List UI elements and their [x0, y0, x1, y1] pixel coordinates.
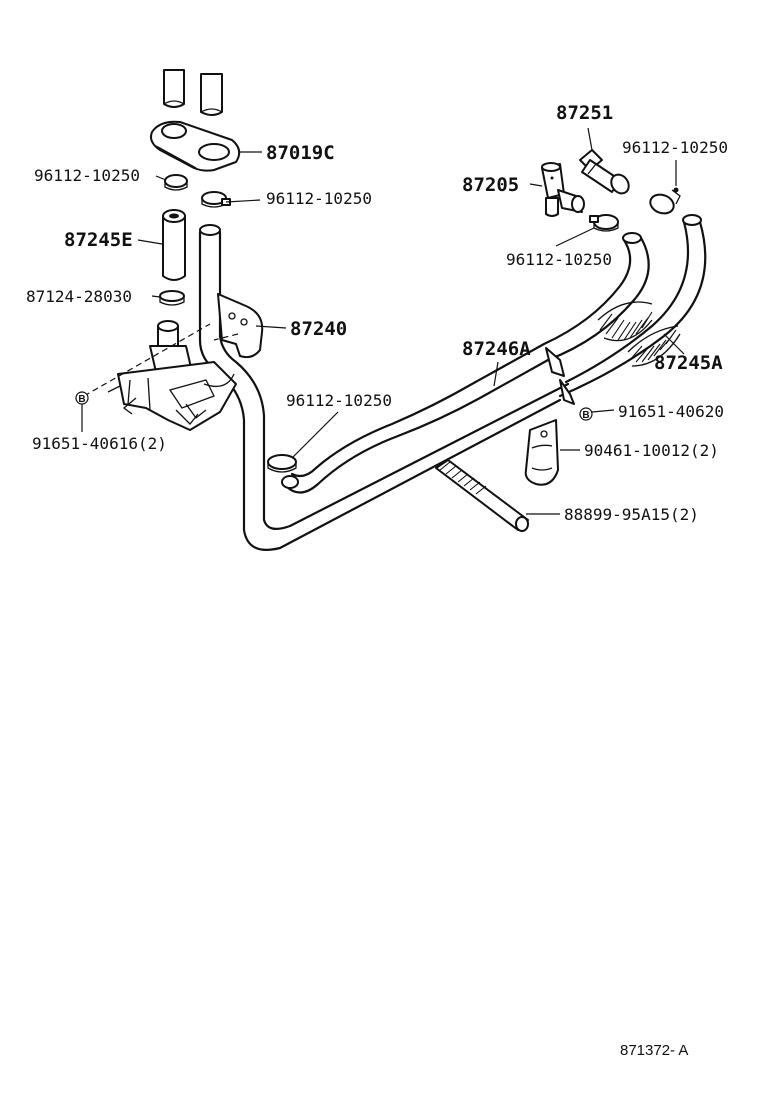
corrugated-sleeve-upper — [597, 301, 653, 342]
label-87240: 87240 — [290, 318, 347, 340]
label-87246A: 87246A — [462, 338, 531, 360]
svg-text:B: B — [582, 410, 589, 421]
clamp-right-e — [589, 214, 619, 232]
label-96112-10250-d: 96112-10250 — [622, 138, 728, 157]
bolt-marker-right: B — [579, 407, 593, 421]
label-87245A: 87245A — [654, 352, 723, 374]
label-87124-28030: 87124-28030 — [26, 287, 132, 306]
corrugated-sleeve-lower — [627, 325, 681, 367]
inlet-pipes — [163, 69, 223, 116]
label-87205: 87205 — [462, 174, 519, 196]
label-87019C: 87019C — [266, 142, 335, 164]
clamp-lower-c — [267, 454, 297, 473]
label-87245E: 87245E — [64, 229, 133, 251]
leader-lines — [81, 127, 685, 515]
hose-87245A — [558, 214, 707, 405]
clamp-left-b — [201, 191, 231, 208]
label-96112-10250-c: 96112-10250 — [286, 391, 392, 410]
protector-88899 — [435, 459, 529, 532]
hose-87245E — [162, 209, 186, 281]
hose-clip-90461 — [524, 419, 559, 486]
hose-87246A — [281, 232, 650, 494]
main-pipe-left — [198, 224, 570, 551]
clamp-87124 — [159, 290, 185, 306]
bolt-marker-left: B — [75, 391, 89, 405]
clamp-left-a — [164, 174, 188, 191]
bracket-87240 — [217, 293, 264, 359]
label-90461-10012: 90461-10012(2) — [584, 441, 719, 460]
tee-fitting-87205 — [541, 162, 585, 217]
grommet-87019C — [150, 120, 241, 172]
label-91651-40620: 91651-40620 — [618, 402, 724, 421]
fitting-87251 — [579, 149, 630, 195]
label-96112-10250-e: 96112-10250 — [506, 250, 612, 269]
label-96112-10250-a: 96112-10250 — [34, 166, 140, 185]
label-96112-10250-b: 96112-10250 — [266, 189, 372, 208]
clamp-right-d — [649, 187, 681, 215]
valve-bracket-assembly — [107, 320, 237, 431]
label-88899-95A15: 88899-95A15(2) — [564, 505, 699, 524]
label-87251: 87251 — [556, 102, 613, 124]
svg-text:B: B — [78, 394, 85, 405]
dashed-guides — [83, 323, 239, 397]
diagram-reference-number: 871372- A — [620, 1042, 688, 1059]
label-91651-40616: 91651-40616(2) — [32, 434, 167, 453]
